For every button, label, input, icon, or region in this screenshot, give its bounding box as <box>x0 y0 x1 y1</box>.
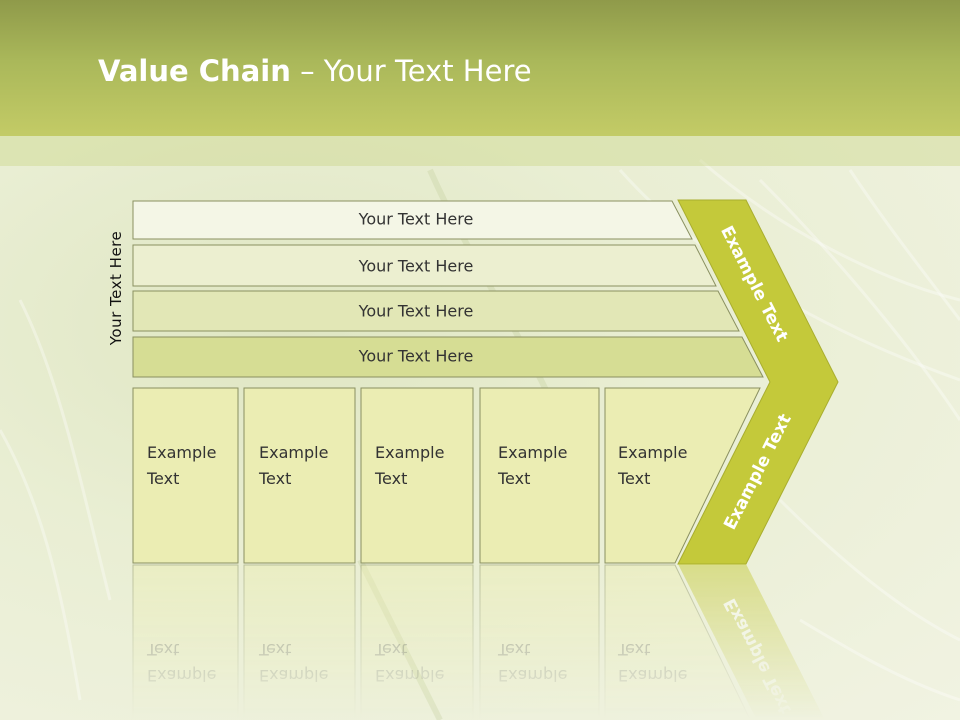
reflect-cell-1 <box>132 564 239 720</box>
cell-4: Example Text <box>479 387 600 564</box>
reflect-cell-1-line2: Text <box>146 640 179 659</box>
reflect-cell-1-line1: Example <box>147 666 216 685</box>
reflect-cell-4-line1: Example <box>498 666 567 685</box>
reflect-cell-3 <box>360 564 474 720</box>
reflect-cell-2 <box>243 564 356 720</box>
cell-3-line1: Example <box>375 443 444 462</box>
cell-2-line1: Example <box>259 443 328 462</box>
bar-2: Your Text Here <box>132 244 717 287</box>
cell-3: Example Text <box>360 387 474 564</box>
cell-1-box <box>132 387 239 564</box>
bar-2-shape <box>132 244 717 287</box>
bar-4-label: Your Text Here <box>358 347 474 366</box>
cell-2-box <box>243 387 356 564</box>
bar-3: Your Text Here <box>132 290 740 332</box>
bar-3-shape <box>132 290 740 332</box>
cell-4-line1: Example <box>498 443 567 462</box>
cell-1: Example Text <box>132 387 239 564</box>
reflect-cell-3-line1: Example <box>375 666 444 685</box>
cell-5-line2: Text <box>617 469 650 488</box>
cell-5: Example Text <box>604 387 761 564</box>
cell-4-box <box>479 387 600 564</box>
cell-3-line2: Text <box>374 469 407 488</box>
cell-3-box <box>360 387 474 564</box>
bar-4: Your Text Here <box>132 336 764 378</box>
title-bar <box>0 0 960 136</box>
title-underband <box>0 136 960 166</box>
bar-2-label: Your Text Here <box>358 257 474 276</box>
reflect-cell-4 <box>479 564 600 720</box>
cell-1-line2: Text <box>146 469 179 488</box>
reflect-cell-2-line2: Text <box>258 640 291 659</box>
bar-1-label: Your Text Here <box>358 210 474 229</box>
cell-2: Example Text <box>243 387 356 564</box>
bar-3-label: Your Text Here <box>358 302 474 321</box>
reflect-cell-5 <box>604 564 751 720</box>
reflect-cell-5-line2: Text <box>617 640 650 659</box>
cell-2-line2: Text <box>258 469 291 488</box>
bar-1: Your Text Here <box>132 200 693 240</box>
slide-title: Value Chain – Your Text Here <box>98 54 532 88</box>
reflect-cell-2-line1: Example <box>259 666 328 685</box>
reflect-cell-4-line2: Text <box>497 640 530 659</box>
cell-5-line1: Example <box>618 443 687 462</box>
cell-1-line1: Example <box>147 443 216 462</box>
diagram-reflection: Example Text Example Text Example Text E… <box>132 564 825 720</box>
bar-4-shape <box>132 336 764 378</box>
cell-5-box <box>604 387 761 564</box>
cell-4-line2: Text <box>497 469 530 488</box>
chevron-arrow <box>677 199 839 565</box>
title-bold: Value Chain <box>98 54 291 88</box>
reflect-cell-5-line1: Example <box>618 666 687 685</box>
reflect-cell-3-line2: Text <box>374 640 407 659</box>
reflect-arrow <box>678 564 825 720</box>
title-rest: – Your Text Here <box>290 54 532 88</box>
bar-1-shape <box>132 200 693 240</box>
